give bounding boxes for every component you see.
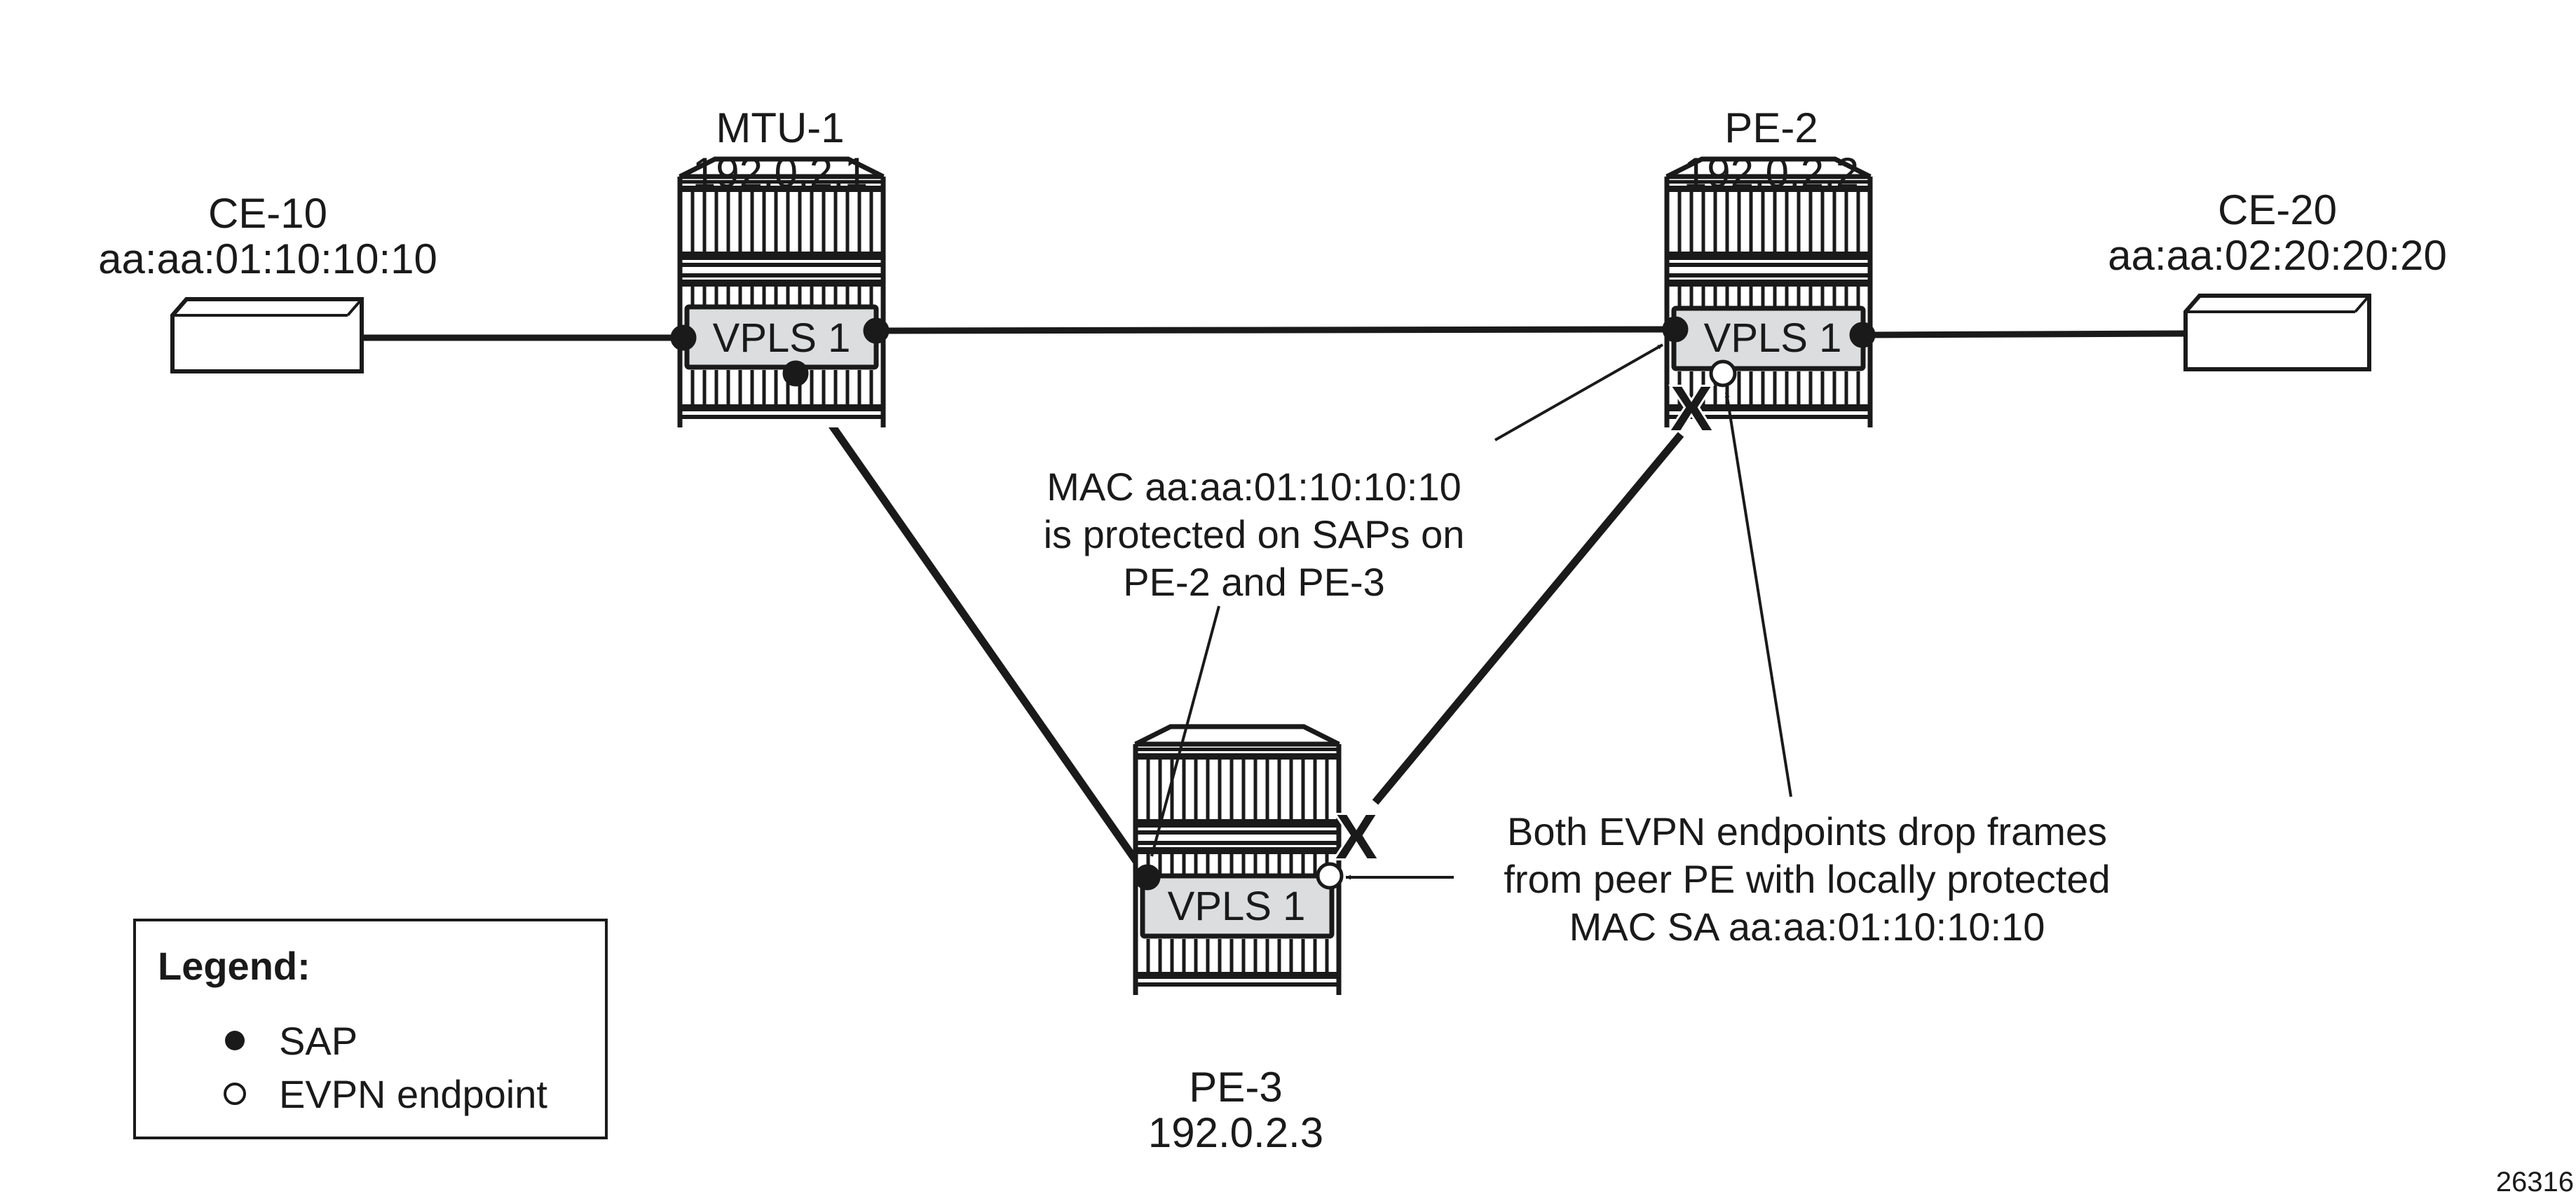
legend: Legend: SAP EVPN endpoint — [133, 919, 608, 1139]
sap-mtu1-pe3 — [782, 360, 809, 387]
pe3-name: PE-3 — [1189, 1064, 1282, 1111]
mtu1-name: MTU-1 — [716, 104, 844, 151]
sap-mtu1-ce10 — [670, 324, 697, 351]
endpoints — [670, 316, 1876, 891]
mtu1-router-icon — [677, 156, 886, 427]
mtu1-service-label: VPLS 1 — [713, 315, 851, 361]
svg-text:MAC SA aa:aa:01:10:10:10: MAC SA aa:aa:01:10:10:10 — [1569, 905, 2045, 949]
sap-pe2-mtu1 — [1662, 316, 1689, 343]
figure-id: 26316 — [2496, 1167, 2574, 1197]
arrow-to-pe3-sap — [1150, 605, 1220, 857]
link-pe2-ce20 — [1862, 330, 2186, 338]
blocked-mark-pe2: X — [1670, 374, 1712, 444]
svg-text:is protected on SAPs on: is protected on SAPs on — [1044, 512, 1465, 556]
legend-sap-label: SAP — [279, 1019, 357, 1063]
arrow-to-pe2-evpn — [1724, 392, 1792, 797]
pe2-router-icon — [1664, 156, 1873, 427]
link-mtu1-pe2 — [877, 326, 1676, 334]
pe2-service-label: VPLS 1 — [1704, 315, 1842, 361]
link-mtu1-pe3 — [792, 371, 1151, 880]
annotation-arrows — [1150, 343, 1792, 880]
mtu1-ip: 192.0.2.1 — [693, 149, 868, 196]
svg-text:Both EVPN endpoints drop frame: Both EVPN endpoints drop frames — [1507, 809, 2107, 853]
sap-pe2-ce20 — [1849, 322, 1876, 348]
mac-protected-note: MAC aa:aa:01:10:10:10 is protected on SA… — [1044, 465, 1465, 604]
ce10-mac: aa:aa:01:10:10:10 — [98, 235, 437, 282]
links — [362, 326, 2186, 880]
legend-sap-symbol — [225, 1031, 245, 1050]
pe2-ip: 192.0.2.2 — [1684, 149, 1859, 196]
sap-mtu1-pe2 — [863, 317, 890, 344]
pe3-router-icon — [1133, 724, 1342, 995]
ce20-name: CE-20 — [2218, 186, 2337, 233]
sap-pe3-mtu1 — [1134, 864, 1161, 891]
svg-text:from peer PE with locally prot: from peer PE with locally protected — [1504, 857, 2110, 901]
ce10-name: CE-10 — [208, 190, 327, 237]
ce20-device — [2183, 294, 2371, 371]
pe2-name: PE-2 — [1724, 104, 1818, 151]
pe3-ip: 192.0.2.3 — [1148, 1109, 1323, 1156]
svg-text:MAC aa:aa:01:10:10:10: MAC aa:aa:01:10:10:10 — [1047, 465, 1461, 509]
ce20-mac: aa:aa:02:20:20:20 — [2108, 232, 2447, 279]
blocked-mark-pe3: X — [1335, 802, 1377, 872]
arrow-to-pe2-sap — [1494, 343, 1663, 441]
link-pe3-pe2 — [1372, 432, 1684, 805]
evpn-endpoint-pe2 — [1709, 359, 1737, 387]
legend-evpn-label: EVPN endpoint — [279, 1072, 547, 1116]
legend-title: Legend: — [158, 944, 311, 988]
evpn-endpoint-pe3 — [1316, 862, 1344, 890]
evpn-drop-note: Both EVPN endpoints drop frames from pee… — [1504, 809, 2110, 949]
pe3-service-label: VPLS 1 — [1168, 884, 1306, 929]
ce10-device — [170, 297, 364, 373]
legend-evpn-symbol — [224, 1083, 246, 1105]
svg-text:PE-2 and PE-3: PE-2 and PE-3 — [1123, 560, 1385, 604]
